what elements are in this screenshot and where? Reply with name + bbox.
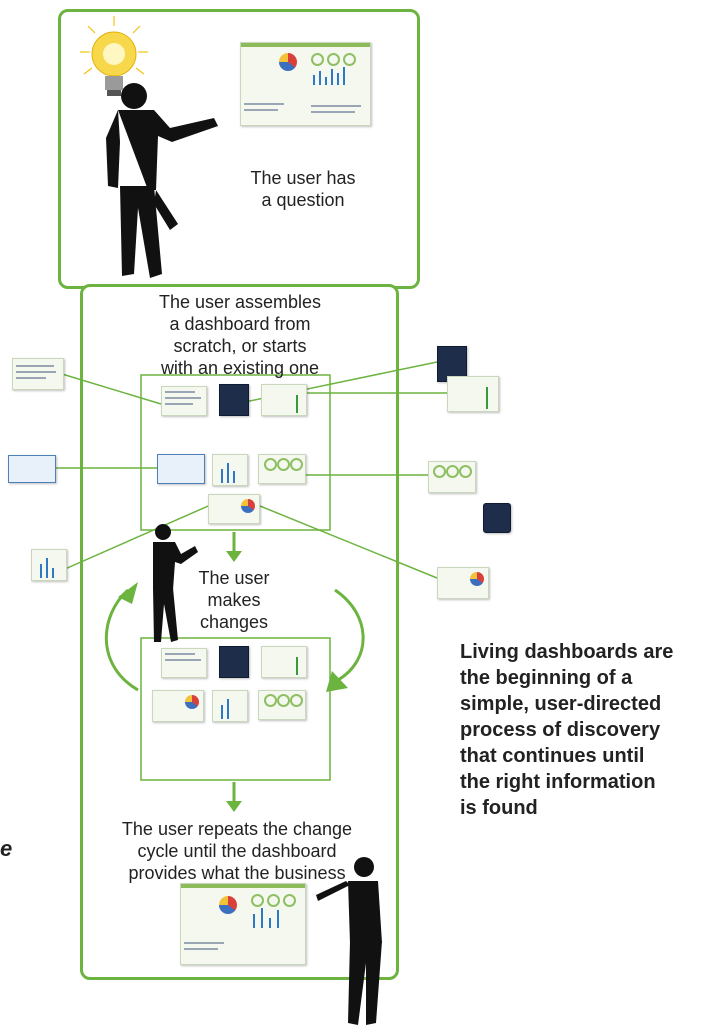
dashboard-thumbnail [240,42,371,126]
changed-dashboard-box [140,637,331,781]
presenter-silhouette [316,857,382,1025]
dashboard-thumbnail [258,454,306,484]
question-label: The user has a question [250,168,356,210]
dashboard-thumbnail [161,648,207,678]
dashboard-thumbnail [212,454,248,486]
dashboard-thumbnail [31,549,67,581]
dashboard-thumbnail [219,384,249,416]
cycle-arrow-icon [104,588,365,692]
dashboard-thumbnail [428,461,476,493]
dashboard-thumbnail [437,567,489,599]
assembles-label: The user assembles a dashboard from scra… [158,292,322,378]
light-bulb-icon [80,16,148,96]
dashboard-thumbnail [208,494,260,524]
down-arrow-icon [226,532,242,812]
makes-changes-label: The user makes changes [198,568,270,632]
gauge-thumbnail [483,503,511,533]
dashboard-thumbnail [8,455,56,483]
repeats-label: The user repeats the change cycle until … [121,819,353,905]
dashboard-thumbnail [261,646,307,678]
dashboard-thumbnail [180,883,306,965]
dashboard-thumbnail [212,690,248,722]
dashboard-thumbnail [152,690,204,722]
dashboard-thumbnail [447,376,499,412]
dashboard-thumbnail [161,386,207,416]
partial-edge-text: e [0,836,13,861]
presenter-silhouette [106,83,218,278]
dashboard-thumbnail [12,358,64,390]
side-note: Living dashboards are the beginning of a… [460,641,674,819]
dashboard-thumbnail [261,384,307,416]
dashboard-thumbnail [258,690,306,720]
dashboard-thumbnail [219,646,249,678]
presenter-silhouette [153,524,198,642]
dashboard-thumbnail [157,454,205,484]
assembled-dashboard-box [140,374,331,531]
